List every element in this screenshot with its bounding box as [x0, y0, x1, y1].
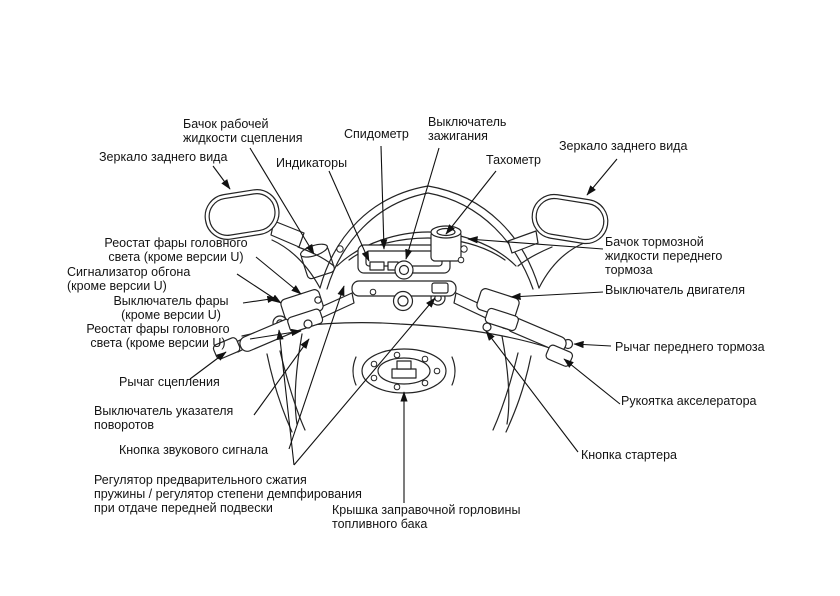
- instrument-cluster: [336, 231, 517, 274]
- label-indicators: Индикаторы: [276, 156, 348, 170]
- leader-speedometer: [380, 145, 388, 250]
- fuel-filler-cap-shape: [352, 348, 456, 394]
- label-headlight-dimmer-top: Реостат фары головного света (кроме верс…: [104, 236, 248, 264]
- leader-lines: [189, 145, 621, 503]
- leader-brake-reservoir: [467, 236, 604, 250]
- leader-front-brake-lever: [573, 340, 612, 349]
- leader-ignition-switch: [405, 147, 440, 260]
- label-speedometer: Спидометр: [344, 127, 409, 141]
- label-brake-fluid-reservoir: Бачок тормозной жидкости переднего тормо…: [605, 235, 723, 277]
- label-fuel-filler-cap: Крышка заправочной горловины топливного …: [332, 503, 521, 531]
- label-tachometer: Тахометр: [486, 153, 541, 167]
- leader-headlight-switch: [242, 295, 278, 304]
- leader-indicators: [328, 170, 370, 262]
- leader-mirror-right: [586, 158, 618, 196]
- label-mirror-left: Зеркало заднего вида: [99, 150, 228, 164]
- label-horn-button: Кнопка звукового сигнала: [119, 443, 269, 457]
- label-passing-light-switch: Сигнализатор обгона (кроме версии U): [67, 265, 191, 293]
- right-mirror-shape: [507, 193, 609, 254]
- leader-turn-signal: [253, 338, 310, 416]
- label-front-brake-lever: Рычаг переднего тормоза: [615, 340, 765, 354]
- left-mirror-shape: [204, 189, 305, 248]
- label-clutch-fluid-reservoir: Бачок рабочей жидкости сцепления: [183, 117, 303, 145]
- label-headlight-switch: Выключатель фары (кроме версии U): [113, 294, 229, 322]
- leader-preload-left: [276, 329, 295, 466]
- label-headlight-dimmer-bottom: Реостат фары головного света (кроме верс…: [86, 322, 230, 350]
- leader-dimmer-top: [255, 256, 302, 295]
- leader-engine-stop: [510, 291, 604, 301]
- label-clutch-lever: Рычаг сцепления: [119, 375, 220, 389]
- label-engine-stop-switch: Выключатель двигателя: [605, 283, 745, 297]
- leader-dimmer-bottom: [249, 328, 302, 340]
- leader-tachometer: [445, 170, 497, 235]
- leader-clutch-reservoir: [249, 147, 315, 255]
- leader-clutch-lever: [189, 351, 227, 380]
- leader-starter-button: [485, 330, 579, 453]
- ignition-switch-shape: [394, 260, 414, 280]
- label-preload-adjuster: Регулятор предварительного сжатия пружин…: [94, 473, 362, 515]
- top-bridge: [351, 280, 457, 312]
- left-switch-housing: [280, 289, 324, 333]
- label-mirror-right: Зеркало заднего вида: [559, 139, 688, 153]
- label-turn-signal-switch: Выключатель указателя поворотов: [94, 404, 234, 432]
- right-switch-housing: [476, 288, 520, 332]
- brake-fluid-reservoir-shape: [430, 225, 468, 264]
- label-throttle-grip: Рукоятка акселератора: [621, 394, 757, 408]
- screw-details: [336, 245, 377, 296]
- leader-horn-button: [288, 285, 345, 450]
- leader-mirror-left: [212, 165, 231, 190]
- label-ignition-switch: Выключатель зажигания: [428, 115, 507, 143]
- leader-throttle-grip: [563, 358, 621, 405]
- label-starter-button: Кнопка стартера: [581, 448, 677, 462]
- leader-preload-right: [293, 297, 436, 466]
